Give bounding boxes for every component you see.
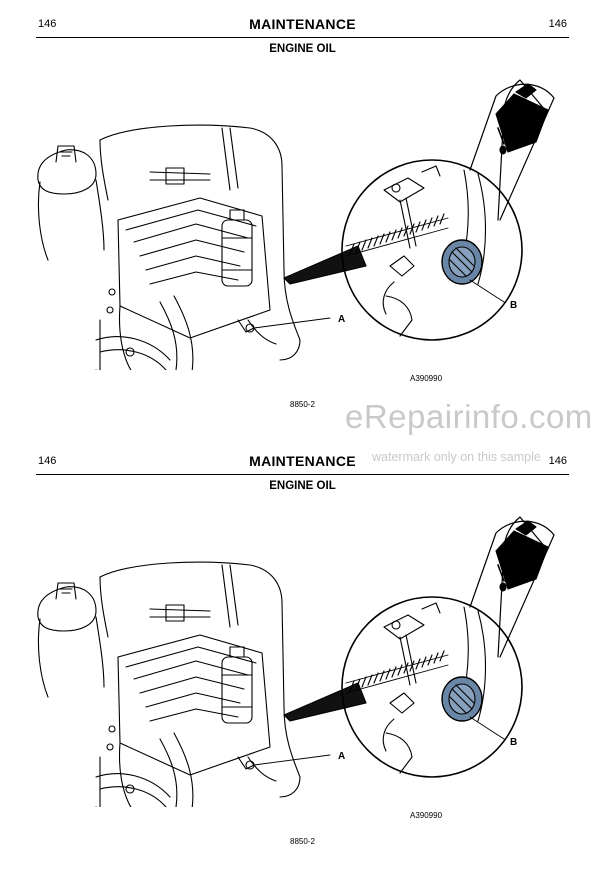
section-subtitle: ENGINE OIL bbox=[269, 43, 336, 55]
engine-oil-illustration: A B bbox=[37, 79, 555, 370]
page-number-left: 146 bbox=[38, 455, 57, 467]
callout-b: B bbox=[510, 300, 517, 311]
page-title: MAINTENANCE bbox=[249, 453, 356, 469]
section-subtitle: ENGINE OIL bbox=[269, 480, 336, 492]
figure-reference: 8850-2 bbox=[290, 400, 315, 409]
callout-a: A bbox=[338, 751, 345, 762]
illustration-code: A390990 bbox=[410, 811, 443, 820]
callout-a: A bbox=[338, 314, 345, 325]
page-number-right: 146 bbox=[548, 18, 567, 30]
manual-page-bottom: 146 MAINTENANCE 146 ENGINE OIL A B A3909… bbox=[0, 437, 605, 873]
engine-oil-illustration: A B bbox=[37, 516, 555, 807]
page-title: MAINTENANCE bbox=[249, 16, 356, 32]
page-number-right: 146 bbox=[548, 455, 567, 467]
manual-page-top: 146 MAINTENANCE 146 ENGINE OIL A B A3909… bbox=[0, 0, 605, 436]
header-rule bbox=[36, 37, 569, 38]
watermark-note: watermark only on this sample bbox=[372, 450, 541, 464]
header-rule bbox=[36, 474, 569, 475]
figure-reference: 8850-2 bbox=[290, 837, 315, 846]
illustration-code: A390990 bbox=[410, 374, 443, 383]
watermark-site: eRepairinfo.com bbox=[345, 398, 593, 435]
callout-b: B bbox=[510, 737, 517, 748]
page-number-left: 146 bbox=[38, 18, 57, 30]
